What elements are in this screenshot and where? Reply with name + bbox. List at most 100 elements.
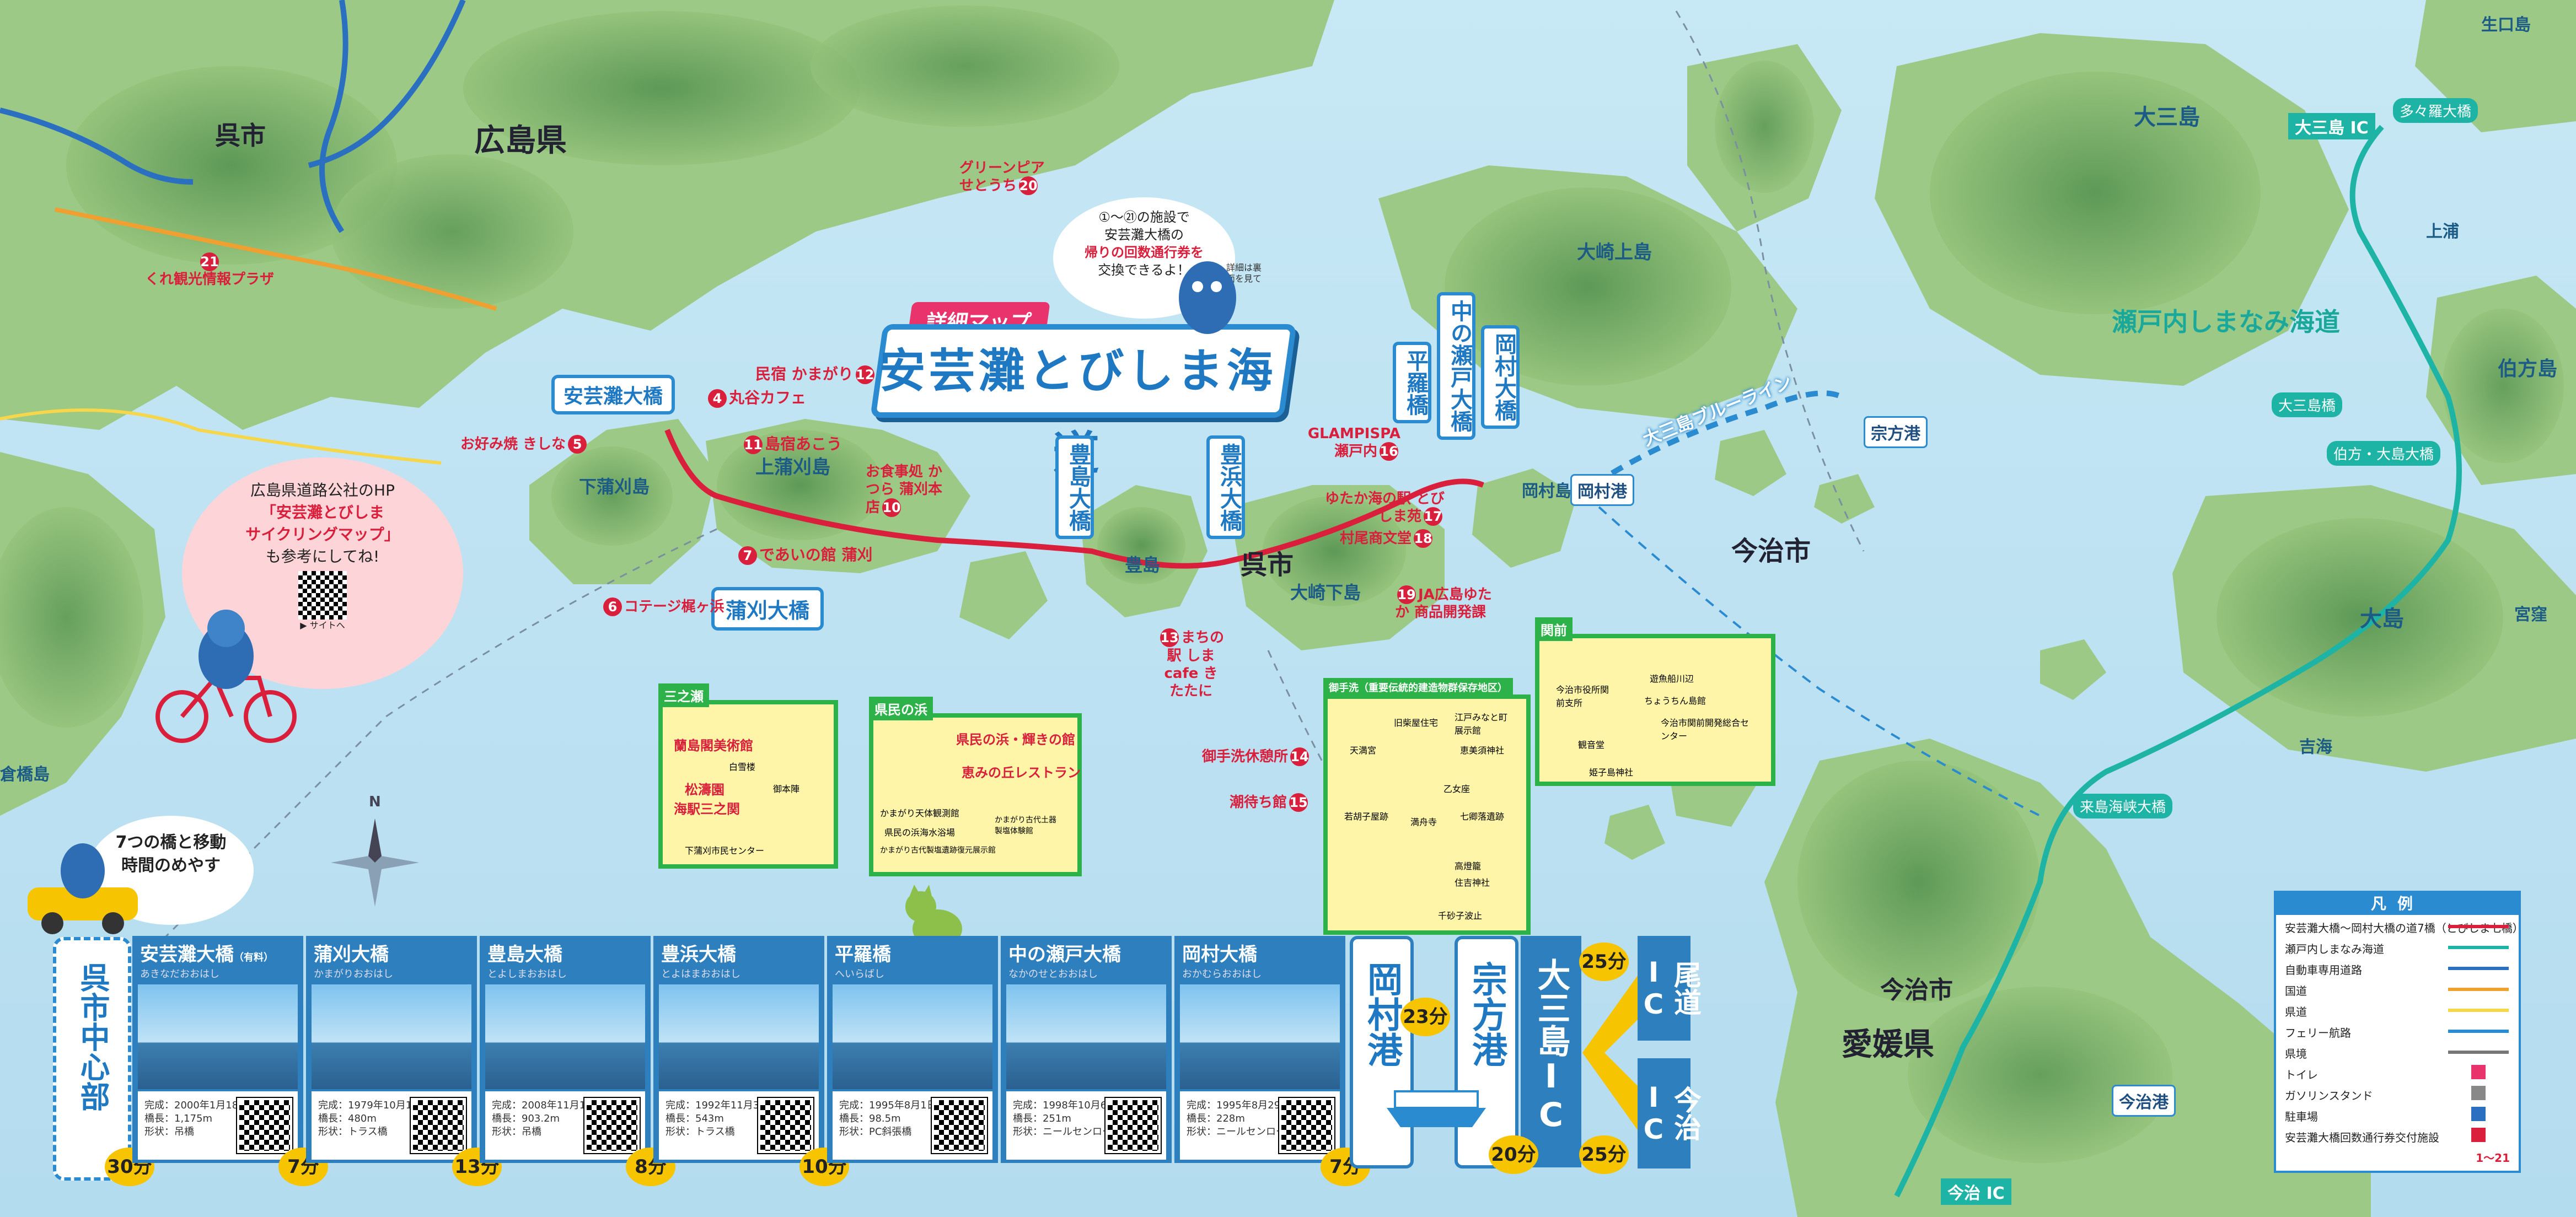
map-title: 安芸灘とびしま海道 xyxy=(870,324,1297,481)
legend-row: 県境 xyxy=(2276,1041,2519,1062)
okamura-island xyxy=(1472,469,1577,568)
bridge-card-kana: おかむらおおはし xyxy=(1182,968,1262,980)
qr-code[interactable] xyxy=(236,1097,293,1154)
bridge-tag-kamagari: 蒲刈大橋 xyxy=(711,587,824,631)
legend-swatch xyxy=(2448,967,2509,970)
island-label: 生口島 xyxy=(2481,15,2531,35)
port-label: 宗方港 xyxy=(1864,416,1928,448)
legend-swatch xyxy=(2448,988,2509,991)
shimanami-ic-label: 今治 IC xyxy=(1941,1178,2011,1205)
legend-row: 国道 xyxy=(2276,978,2519,999)
bridge-card-kana: あきなだおおはし xyxy=(140,968,219,980)
bridge-photo xyxy=(485,984,645,1089)
bridge-photo xyxy=(138,984,298,1089)
city-label-imabari-2: 今治市 xyxy=(1880,976,1953,1004)
bridge-photo xyxy=(312,984,471,1089)
compass-label: N xyxy=(369,794,381,810)
ic-time-badge: 20分 xyxy=(1489,1135,1538,1174)
shimanami-bridge-label: 伯方・大島大橋 xyxy=(2327,441,2441,466)
legend-row: 安芸灘大橋〜岡村大橋の道7橋（とびしま七橋） xyxy=(2285,922,2524,935)
legend-swatch xyxy=(2471,1107,2486,1121)
island-label: 豊島 xyxy=(1125,554,1161,575)
island-label: 伯方島 xyxy=(2498,358,2558,380)
ferry-time-badge: 23分 xyxy=(1400,998,1450,1036)
bridge-card-title: 豊島大橋 xyxy=(487,944,562,966)
bridge-photo xyxy=(1180,984,1340,1089)
qr-code[interactable] xyxy=(931,1097,988,1154)
bridge-tag-heira: 平羅橋 xyxy=(1393,342,1431,423)
time-badge: 10分 xyxy=(799,1148,849,1186)
dest-time-badge: 25分 xyxy=(1579,943,1629,981)
inset-tag-mitarai: 御手洗（重要伝統的建造物群保存地区） xyxy=(1323,678,1513,697)
legend-swatch xyxy=(2448,1030,2509,1033)
bridge-card-title: 蒲刈大橋 xyxy=(314,944,389,966)
prefecture-label-hiroshima: 広島県 xyxy=(474,123,567,159)
legend-row: 県道 xyxy=(2276,999,2519,1020)
mascot-car-icon xyxy=(22,827,143,937)
mascot-bike-icon xyxy=(149,606,303,744)
qr-code[interactable] xyxy=(1104,1097,1162,1154)
bridge-card-kana: とよはまおおはし xyxy=(661,968,740,980)
legend-row: 安芸灘大橋回数通行券交付施設 xyxy=(2276,1124,2519,1145)
bridge-card-kana: かまがりおおはし xyxy=(314,968,393,980)
qr-code[interactable] xyxy=(1278,1097,1335,1154)
island-label: 倉橋島 xyxy=(0,765,50,784)
dest-time-badge: 25分 xyxy=(1579,1135,1629,1174)
shimanami-bridge-label: 大三島橋 xyxy=(2272,392,2343,417)
dest-column: 尾道IC xyxy=(1638,936,1702,1041)
munakata-port-column: 宗方港 xyxy=(1455,936,1518,1168)
inset-kenminnohama[interactable]: 県民の浜・輝きの館 恵みの丘レストラン かまがり天体観測館 県民の浜海水浴場 か… xyxy=(869,713,1082,876)
mascot-bubble-icon xyxy=(1174,254,1246,336)
inset-sekizen[interactable]: 今治市役所関前支所 観音堂 今治市関前開発総合センター 姫子島神社 ちょうちん島… xyxy=(1535,634,1775,786)
bridge-card-title: 中の瀬戸大橋 xyxy=(1008,944,1121,966)
bridge-tag-nakanoseto: 中の瀬戸大橋 xyxy=(1437,292,1475,440)
bridge-tag-okamura: 岡村大橋 xyxy=(1481,325,1520,429)
city-label-kure: 呉市 xyxy=(215,121,266,150)
legend-row: 駐車場 xyxy=(2276,1103,2519,1124)
port-label: 岡村港 xyxy=(1570,474,1634,506)
bridge-card-kana: なかのせとおおはし xyxy=(1008,968,1098,980)
bridge-card-title: 岡村大橋 xyxy=(1182,944,1257,966)
island-label: 岡村島 xyxy=(1522,482,1571,501)
inset-tag-kenminnohama: 県民の浜 xyxy=(869,697,933,720)
city-label-kure-2: 呉市 xyxy=(1241,550,1294,580)
island-label: 大崎下島 xyxy=(1290,582,1361,603)
qr-code[interactable] xyxy=(410,1097,467,1154)
compass-rose xyxy=(331,818,419,907)
inset-sannose[interactable]: 蘭島閣美術館 松濤園 海駅三之関 白雪楼 御本陣 下蒲刈市民センター xyxy=(658,700,838,869)
qr-code[interactable] xyxy=(583,1097,641,1154)
dest-column: 今治IC xyxy=(1638,1058,1702,1168)
bridge-tag-toyoshima: 豊島大橋 xyxy=(1055,435,1094,539)
okamura-port-column: 岡村港 xyxy=(1350,936,1414,1168)
legend-range: 1〜21 xyxy=(2476,1151,2510,1165)
bridge-card-title: 豊浜大橋 xyxy=(661,944,736,966)
inset-mitarai[interactable]: 旧柴屋住宅 若胡子屋跡 乙女座 満舟寺 天満宮 江戸みなと町展示館 恵美須神社 … xyxy=(1323,694,1531,935)
shimanami-ic-label: 大三島 IC xyxy=(2288,113,2375,139)
legend-swatch xyxy=(2471,1065,2486,1079)
qr-code[interactable] xyxy=(757,1097,814,1154)
legend-swatch xyxy=(2448,1009,2509,1012)
prefecture-label-ehime: 愛媛県 xyxy=(1842,1027,1934,1063)
bridge-card-kana: へいらばし xyxy=(835,968,884,980)
qr-code[interactable] xyxy=(298,571,347,620)
